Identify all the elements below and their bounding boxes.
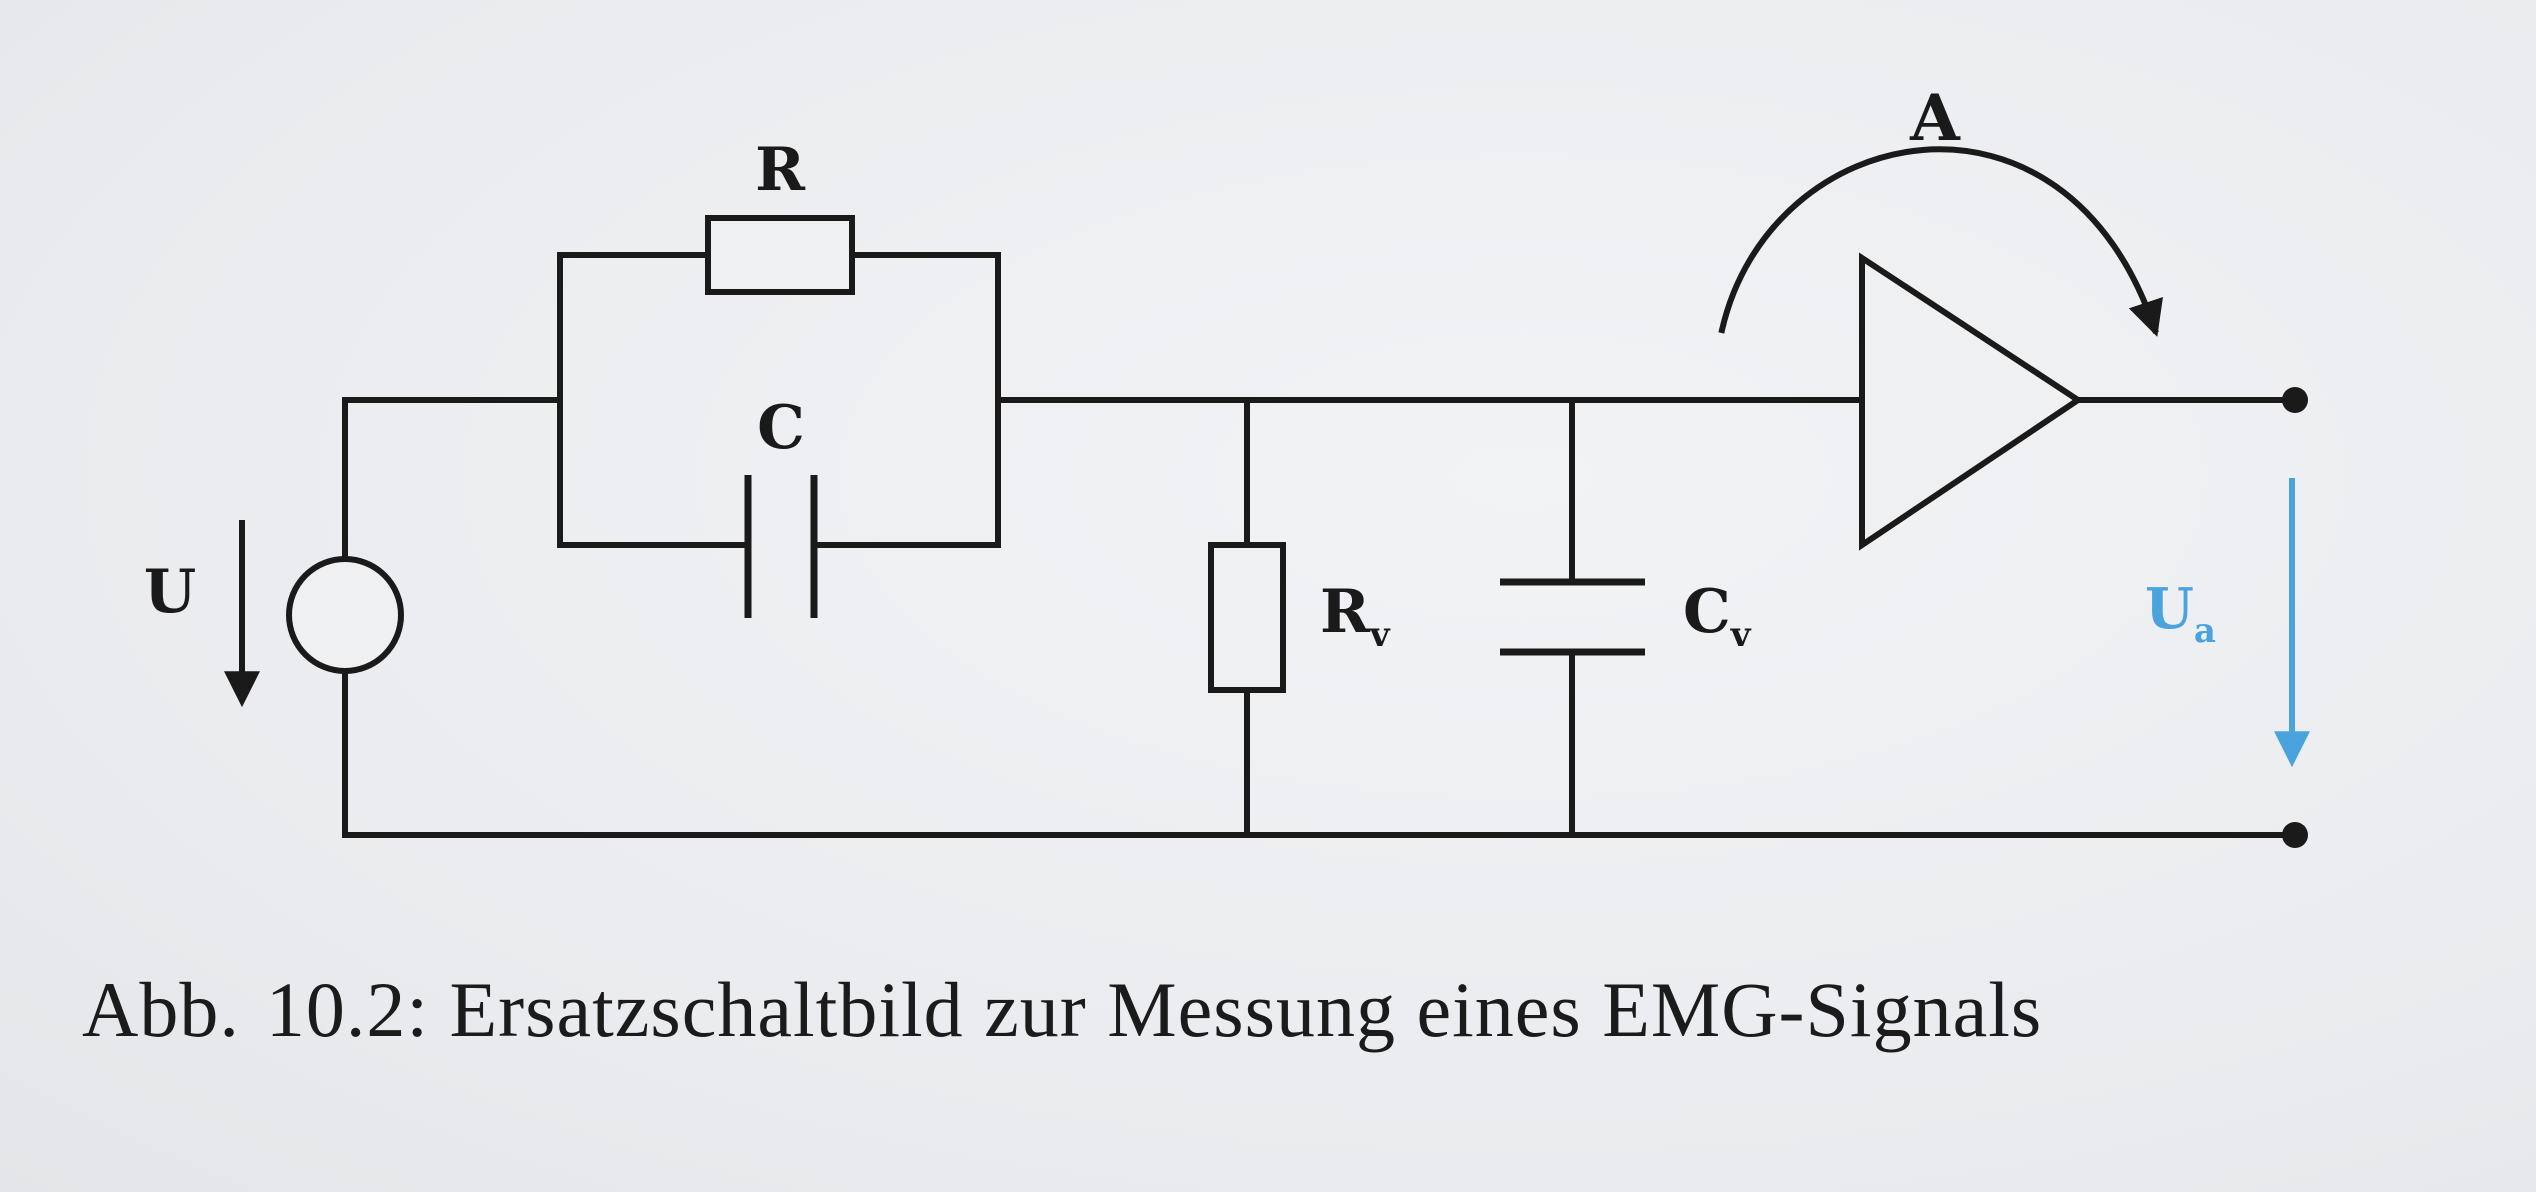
capacitor-cv (1500, 578, 1645, 656)
caption-prefix: Abb. (82, 966, 240, 1053)
wires (342, 252, 2298, 838)
output-terminal-top (2282, 387, 2308, 413)
amplification-arrow (1718, 146, 2163, 337)
resistor-rv (1208, 542, 1286, 693)
resistor-r (705, 215, 855, 295)
figure-caption: Abb. 10.2: Ersatzschaltbild zur Messung e… (82, 965, 2042, 1055)
label-ua: Ua (2145, 576, 2216, 651)
label-c: C (757, 393, 805, 463)
label-a: A (1909, 81, 1961, 156)
amplifier-triangle (1859, 252, 2084, 551)
label-rv: Rv (1320, 577, 1391, 655)
capacitor-c (744, 475, 818, 618)
caption-text: Ersatzschaltbild zur Messung eines EMG-S… (449, 966, 2043, 1053)
voltage-source (286, 556, 404, 674)
label-u: U (144, 557, 196, 627)
label-r: R (755, 135, 806, 205)
label-cv: Cv (1683, 577, 1752, 655)
caption-number: 10.2: (265, 966, 430, 1053)
output-terminal-bottom (2282, 822, 2308, 848)
